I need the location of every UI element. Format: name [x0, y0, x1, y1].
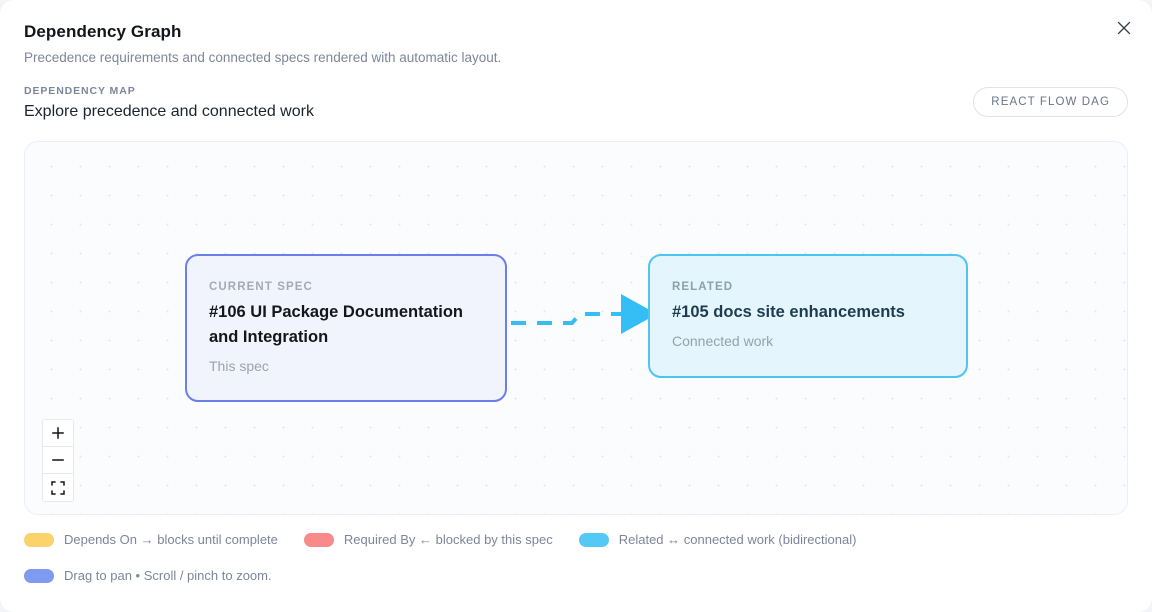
legend-row-hint: Drag to pan • Scroll / pinch to zoom.: [24, 566, 1128, 586]
graph-node-related[interactable]: RELATED #105 docs site enhancements Conn…: [648, 254, 968, 378]
plus-icon: [51, 426, 65, 440]
legend-label-required-by: Required By ← blocked by this spec: [343, 532, 553, 547]
graph-edge-related: [511, 312, 625, 325]
legend-row-relations: Depends On → blocks until complete Requi…: [24, 530, 1128, 550]
react-flow-dag-badge[interactable]: REACT FLOW DAG: [973, 87, 1128, 117]
legend-item-depends-on: Depends On → blocks until complete: [24, 531, 278, 549]
legend-label-depends-on: Depends On → blocks until complete: [64, 532, 278, 547]
legend: Depends On → blocks until complete Requi…: [24, 530, 1128, 586]
graph-node-current-spec[interactable]: CURRENT SPEC #106 UI Package Documentati…: [185, 254, 507, 402]
section-eyebrow: DEPENDENCY MAP: [24, 85, 136, 97]
legend-swatch-related: [578, 533, 609, 547]
close-icon: [1117, 21, 1131, 35]
legend-swatch-required-by: [303, 533, 334, 547]
node-note: This spec: [209, 358, 269, 374]
node-title: #106 UI Package Documentation and Integr…: [209, 303, 464, 346]
section-header: DEPENDENCY MAP Explore precedence and co…: [24, 84, 1128, 128]
legend-item-required-by: Required By ← blocked by this spec: [303, 531, 553, 549]
minus-icon: [51, 453, 65, 467]
node-note: Connected work: [672, 333, 774, 349]
fit-view-button[interactable]: [43, 474, 73, 501]
graph-edge-layer: [511, 312, 625, 325]
legend-swatch-depends-on: [24, 533, 54, 547]
zoom-in-button[interactable]: [43, 420, 73, 447]
page-title: Dependency Graph: [24, 22, 182, 41]
graph-canvas[interactable]: CURRENT SPEC #106 UI Package Documentati…: [24, 141, 1128, 515]
legend-swatch-pan-zoom: [24, 569, 54, 583]
legend-label-pan-zoom: Drag to pan • Scroll / pinch to zoom.: [64, 568, 272, 583]
node-kind-label: RELATED: [672, 281, 734, 293]
legend-item-pan-zoom-hint: Drag to pan • Scroll / pinch to zoom.: [24, 567, 272, 585]
legend-item-related: Related ↔ connected work (bidirectional): [578, 531, 857, 549]
section-heading: Explore precedence and connected work: [24, 103, 314, 120]
dialog-header: Dependency Graph Precedence requirements…: [24, 20, 1104, 67]
graph-controls: [42, 419, 74, 502]
dialog-subtitle: Precedence requirements and connected sp…: [24, 50, 502, 65]
legend-label-related: Related ↔ connected work (bidirectional): [618, 532, 857, 547]
node-kind-label: CURRENT SPEC: [209, 281, 313, 293]
close-button[interactable]: [1110, 14, 1138, 42]
node-title: #105 docs site enhancements: [672, 303, 905, 321]
fit-view-icon: [51, 480, 65, 495]
zoom-out-button[interactable]: [43, 447, 73, 474]
